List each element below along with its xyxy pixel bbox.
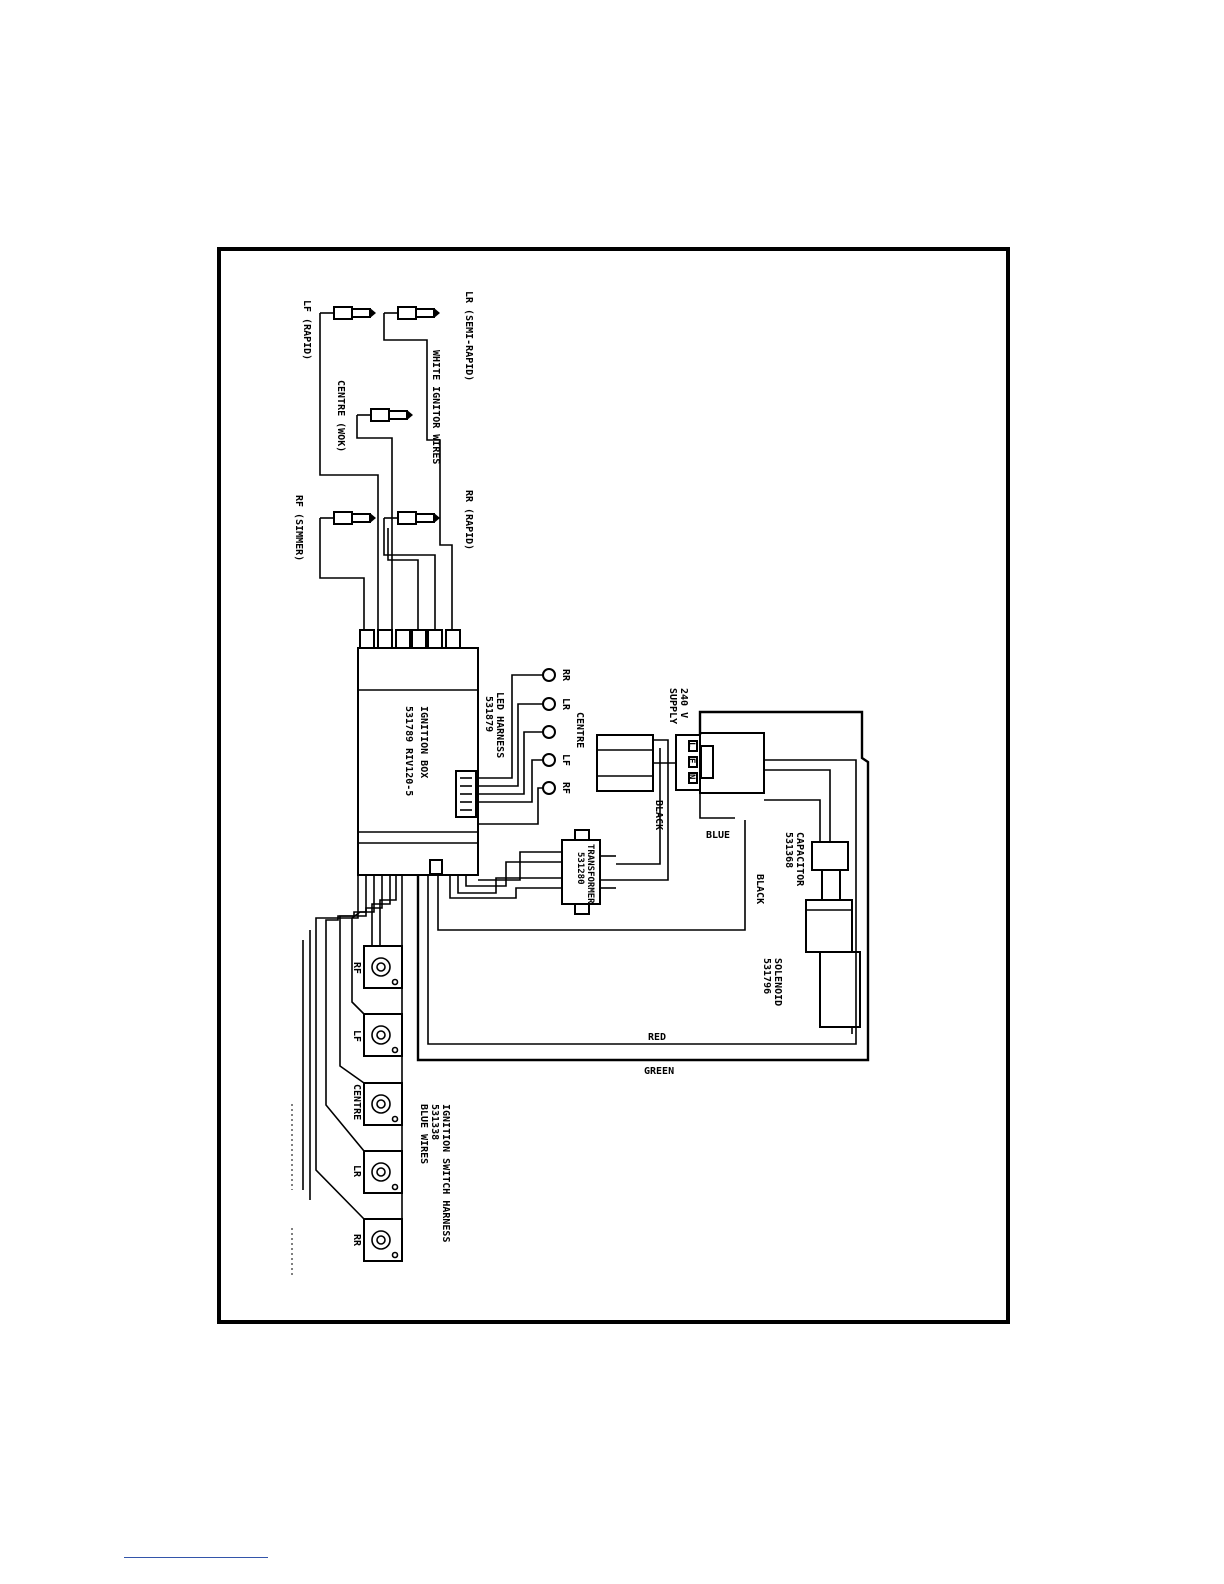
switch-harness-title: IGNITION SWITCH HARNESS [440,1104,451,1242]
led-lr [542,697,556,711]
black-wire-supply [600,739,669,881]
black-wire-2-label: BLACK [754,874,765,904]
led-label-lr: LR [560,698,571,711]
diagram-frame [217,247,1010,1324]
led-rr [542,668,556,682]
terminal-n-label: N [686,774,696,779]
blue-wire-label: BLUE [706,830,730,841]
solenoid-title: SOLENOID [772,958,783,1006]
label-centre-wok: CENTRE (WOK) [335,380,346,452]
solenoid [805,899,861,1034]
black-wire-2 [437,820,746,931]
led-harness-part: 531879 [483,696,494,732]
ignition-box [357,629,479,876]
red-wire-label: RED [648,1032,666,1043]
black-wire-supply-2 [616,748,661,865]
footer-rule [124,1557,268,1558]
capacitor-part: 531368 [783,832,794,868]
transformer-title: TRANSFORMER [585,844,595,904]
led-harness-title: LED HARNESS [494,692,505,758]
led-rf [542,781,556,795]
led-label-rf: RF [560,782,571,794]
transformer [449,829,616,915]
green-wire [416,710,870,1062]
switch-label-rr: RR [351,1234,362,1247]
led-label-centre: CENTRE [574,712,585,748]
switch-harness-wires: BLUE WIRES [418,1104,429,1164]
capacitor-title: CAPACITOR [794,832,805,887]
led-label-lf: LF [560,754,571,766]
solenoid-part: 531796 [761,958,772,994]
switch-label-centre: CENTRE [351,1084,362,1120]
ignition-switch-centre [363,1082,403,1126]
switch-label-lr: LR [351,1165,362,1178]
ignition-switch-rr [363,1218,403,1262]
transformer-part: 531280 [575,852,585,885]
capacitor [764,769,849,901]
switch-label-rf: RF [351,962,362,974]
label-lf-rapid: LF (RAPID) [301,300,312,360]
ignition-box-part: 531789 RIV120-5 [403,706,414,796]
supply-label: SUPPLY [667,688,678,724]
ignition-switch-lr [363,1150,403,1194]
led-label-rr: RR [560,669,571,682]
switch-label-lf: LF [351,1030,362,1042]
green-wire-label: GREEN [644,1066,674,1077]
led-centre [542,725,556,739]
terminal-l-label: L [686,742,696,748]
white-ignitor-wires [319,313,453,630]
ignition-switch-lf [363,1013,403,1057]
ignitor-lr [384,306,440,320]
supply-voltage-label: 240 V [678,688,689,718]
red-wire [427,759,857,1045]
ignition-switch-rf [363,945,403,989]
blue-wire [699,790,735,819]
label-white-ignitor-wires: WHITE IGNITOR WIRES [430,350,441,464]
ignition-box-title: IGNITION BOX [418,706,429,778]
label-lr-semi-rapid: LR (SEMI-RAPID) [463,291,474,381]
label-rr-rapid: RR (RAPID) [463,490,474,550]
ignitor-centre [357,408,413,422]
terminal-e-label: E [686,758,696,763]
led-harness [476,668,556,825]
black-wire-label: BLACK [653,800,664,830]
ignitor-rr [384,511,440,525]
label-rf-simmer: RF (SIMMER) [293,495,304,561]
ignitor-lf [320,306,376,320]
supply-terminal [596,732,765,794]
led-lf [542,753,556,767]
switch-harness-part: 531338 [429,1104,440,1140]
ignitor-rf [320,511,376,525]
